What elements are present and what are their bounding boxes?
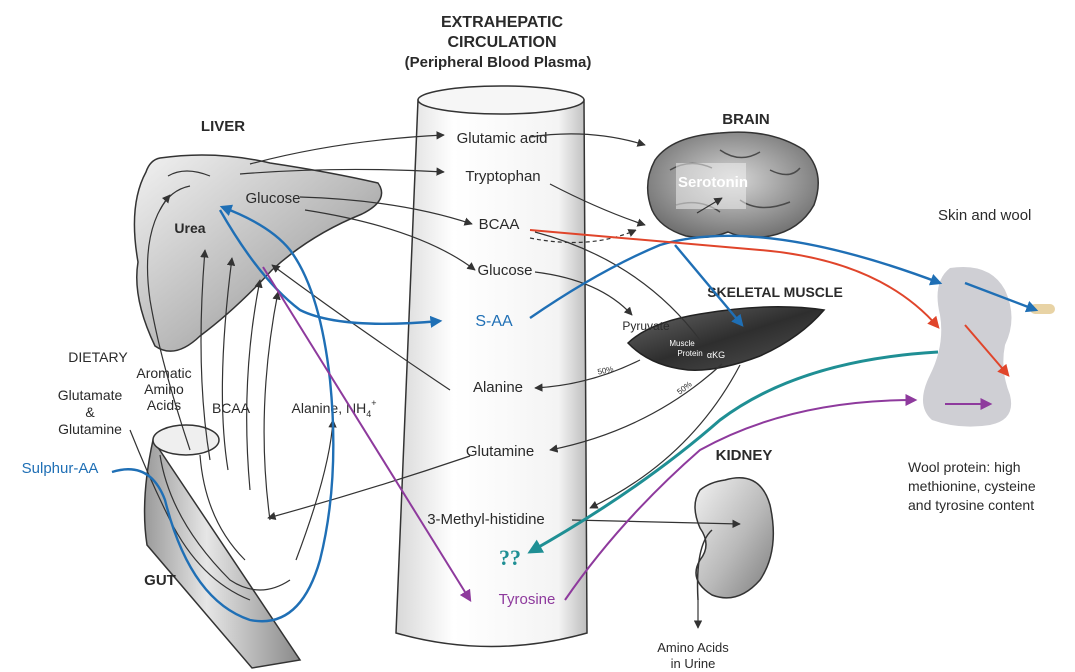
cylinder-top bbox=[418, 86, 584, 114]
gut: GUT bbox=[144, 425, 300, 668]
kidney-title: KIDNEY bbox=[716, 447, 773, 464]
liver-glucose-label: Glucose bbox=[245, 190, 300, 207]
header-line-1: EXTRAHEPATIC bbox=[441, 14, 564, 31]
dietary-alanine-nh4: Alanine, NH4+ bbox=[292, 398, 377, 419]
wool-note-line-3: and tyrosine content bbox=[908, 497, 1034, 513]
brain: BRAIN Serotonin bbox=[648, 111, 819, 237]
urine-label-2: in Urine bbox=[671, 656, 716, 671]
dietary-alanine-subscript: 4 bbox=[366, 409, 371, 419]
muscle-protein-label-1: Muscle bbox=[669, 339, 695, 348]
plasma-alanine: Alanine bbox=[473, 379, 523, 396]
dietary-aromatic-2: Amino bbox=[144, 381, 184, 397]
dietary-sulphur-aa: Sulphur-AA bbox=[22, 460, 99, 477]
gut-shape bbox=[145, 440, 300, 668]
plasma-tryptophan: Tryptophan bbox=[465, 168, 540, 185]
plasma-tyrosine: Tyrosine bbox=[499, 591, 556, 608]
akg-label: αKG bbox=[707, 350, 725, 360]
kidney-shape bbox=[695, 478, 773, 598]
dietary-title: DIETARY bbox=[68, 349, 128, 365]
circulation-header: EXTRAHEPATIC CIRCULATION (Peripheral Blo… bbox=[405, 14, 592, 71]
plasma-s-aa: S-AA bbox=[475, 313, 513, 330]
wool-note: Wool protein: high methionine, cysteine … bbox=[908, 459, 1036, 513]
pyruvate-label: Pyruvate bbox=[622, 319, 670, 333]
dietary-glutamate-3: Glutamine bbox=[58, 421, 122, 437]
kidney: KIDNEY Amino Acids in Urine bbox=[657, 447, 773, 671]
muscle-shape bbox=[628, 307, 824, 370]
purple-flow-arrows bbox=[263, 267, 990, 600]
arrow-gut-to-liver-4 bbox=[247, 280, 260, 490]
wool-note-line-1: Wool protein: high bbox=[908, 459, 1021, 475]
liver: LIVER Glucose Urea bbox=[134, 118, 381, 351]
header-line-3: (Peripheral Blood Plasma) bbox=[405, 54, 592, 71]
dietary-aromatic-1: Aromatic bbox=[136, 365, 191, 381]
arrow-gut-alanine bbox=[296, 420, 333, 560]
sheep-body bbox=[923, 267, 1012, 427]
arrow-gut-to-liver-5 bbox=[264, 292, 278, 520]
dietary-labels: DIETARY Glutamate & Glutamine Aromatic A… bbox=[22, 349, 377, 477]
dietary-bcaa: BCAA bbox=[212, 400, 251, 416]
plasma-3-methyl-histidine: 3-Methyl-histidine bbox=[427, 511, 545, 528]
serotonin-label: Serotonin bbox=[678, 174, 748, 191]
urine-label-1: Amino Acids bbox=[657, 640, 729, 655]
plasma-glucose: Glucose bbox=[477, 262, 532, 279]
gut-title: GUT bbox=[144, 572, 176, 589]
dietary-alanine-superscript: + bbox=[371, 398, 376, 408]
skeletal-muscle: SKELETAL MUSCLE Pyruvate Muscle Protein … bbox=[597, 284, 843, 397]
plasma-bcaa: BCAA bbox=[479, 216, 520, 233]
header-line-2: CIRCULATION bbox=[447, 34, 556, 51]
brain-title: BRAIN bbox=[722, 111, 770, 128]
sheep: Skin and wool bbox=[923, 207, 1055, 427]
wool-note-line-2: methionine, cysteine bbox=[908, 478, 1036, 494]
dietary-glutamate-1: Glutamate bbox=[58, 387, 123, 403]
liver-title: LIVER bbox=[201, 118, 245, 135]
dietary-glutamate-2: & bbox=[85, 404, 95, 420]
muscle-title: SKELETAL MUSCLE bbox=[707, 284, 843, 300]
muscle-protein-label-2: Protein bbox=[677, 349, 702, 358]
skin-wool-title: Skin and wool bbox=[938, 207, 1031, 224]
plasma-glutamic-acid: Glutamic acid bbox=[457, 130, 548, 147]
plasma-glutamine: Glutamine bbox=[466, 443, 534, 460]
liver-urea-label: Urea bbox=[174, 220, 205, 236]
plasma-unknown: ?? bbox=[499, 545, 521, 570]
